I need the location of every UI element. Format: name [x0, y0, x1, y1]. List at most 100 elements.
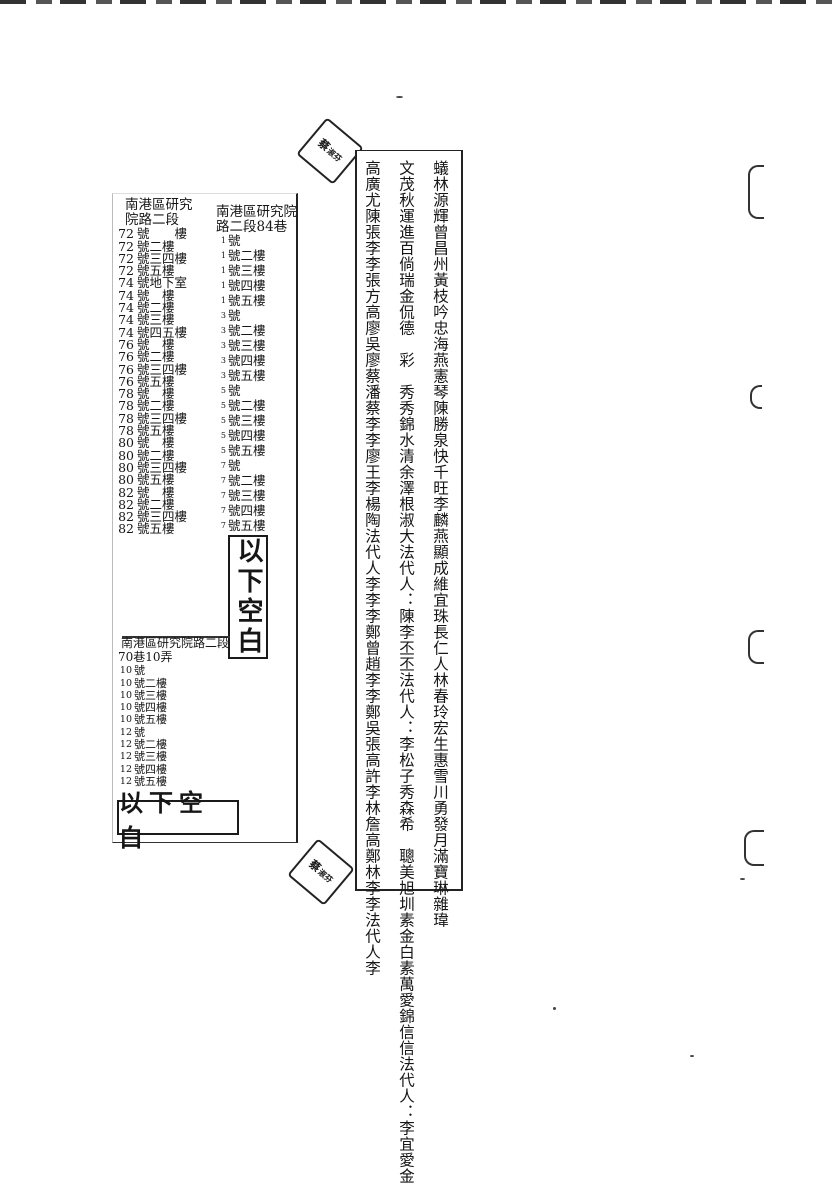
house-number: 76	[118, 349, 134, 365]
floor-label: 號四樓	[134, 701, 167, 715]
floor-label: 號二樓	[137, 398, 175, 414]
house-number: 12	[119, 751, 132, 763]
house-number: 7	[220, 506, 226, 515]
scan-speck	[396, 96, 403, 98]
floor-label: 號	[228, 458, 241, 473]
floor-label: 號三四樓	[137, 459, 188, 475]
floor-label: 號 樓	[137, 484, 175, 500]
house-number: 1	[220, 251, 226, 260]
floor-label: 號二樓	[228, 248, 266, 263]
house-number: 7	[220, 491, 226, 500]
house-number: 7	[220, 521, 226, 530]
floor-label: 號五樓	[137, 373, 175, 389]
house-number: 1	[220, 236, 226, 245]
floor-label: 號三四樓	[137, 410, 188, 426]
header-line: 路二段84巷	[216, 219, 288, 235]
floor-label: 號二樓	[228, 398, 266, 413]
house-number: 10	[119, 714, 132, 726]
floor-label: 號	[228, 233, 241, 248]
house-number: 12	[119, 763, 132, 775]
house-number: 80	[118, 435, 134, 451]
floor-label: 號五樓	[134, 774, 167, 788]
house-number: 74	[118, 300, 134, 316]
seal-stamp-bottom: 蔡 淑芬	[287, 838, 355, 906]
floor-label: 號四樓	[228, 353, 266, 368]
floor-label: 號二樓	[228, 323, 266, 338]
floor-label: 號 樓	[137, 336, 175, 352]
scan-speck	[690, 1055, 694, 1057]
floor-label: 號五樓	[228, 518, 266, 533]
house-number: 10	[119, 689, 132, 701]
blank-below-stamp-horizontal: 以下空白	[117, 788, 239, 852]
house-number: 10	[119, 665, 132, 677]
floor-label: 號	[134, 725, 145, 739]
house-number: 76	[118, 336, 134, 352]
house-number: 80	[118, 472, 134, 488]
floor-label: 號三樓	[228, 338, 266, 353]
binding-mark	[748, 165, 764, 219]
house-number: 12	[119, 739, 132, 751]
house-number: 76	[118, 373, 134, 389]
house-number: 3	[220, 341, 226, 350]
floor-label: 號	[228, 383, 241, 398]
house-number: 5	[220, 446, 226, 455]
house-number: 3	[220, 326, 226, 335]
floor-label: 號三樓	[228, 413, 266, 428]
house-number: 72	[118, 226, 134, 242]
floor-label: 號四樓	[134, 762, 167, 776]
top-edge-artifact	[0, 0, 832, 4]
floor-label: 號三四樓	[137, 250, 188, 266]
house-number: 82	[118, 496, 134, 512]
house-number: 3	[220, 371, 226, 380]
floor-label: 號二樓	[137, 496, 175, 512]
stamp-text: 以下空白	[233, 537, 263, 657]
floor-label: 號三樓	[228, 488, 266, 503]
floor-label: 號	[228, 308, 241, 323]
house-number: 5	[220, 431, 226, 440]
house-number: 82	[118, 484, 134, 500]
section-divider	[122, 636, 230, 638]
owner-names-col1: 蟻林源輝曾昌州黃枝吟忠海燕憲琴陳勝泉快千旺李麟燕顯成維宜珠長仁人林春玲宏生惠雪川…	[431, 160, 449, 928]
owner-names-col2: 文茂秋運進百倘瑞金侃德 彩 秀秀錦水清余澤根淑大法代人：陳李丕丕法代人：李松子秀…	[397, 160, 415, 1184]
house-number: 72	[118, 263, 134, 279]
floor-label: 號地下室	[137, 275, 188, 291]
house-number: 78	[118, 410, 134, 426]
house-number: 74	[118, 324, 134, 340]
floor-label: 號 樓	[137, 226, 188, 242]
house-number: 80	[118, 447, 134, 463]
floor-label: 號 樓	[137, 386, 175, 402]
floor-label: 號二樓	[137, 447, 175, 463]
